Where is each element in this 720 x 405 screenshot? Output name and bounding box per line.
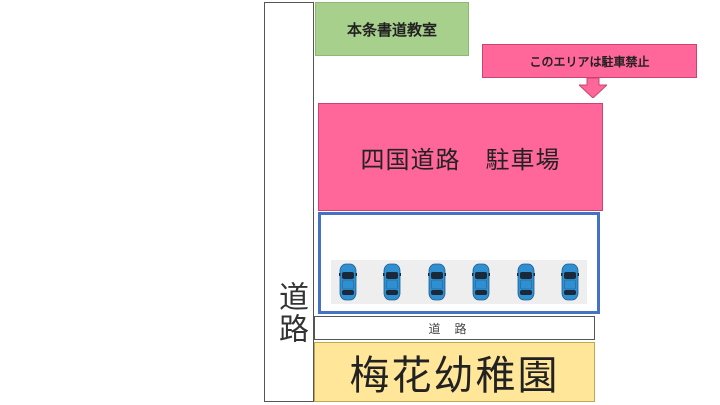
kindergarten-label: 梅花幼稚園 xyxy=(349,353,560,399)
horizontal-road: 道路 xyxy=(314,316,595,340)
parking-lot-label: 四国道路 駐車場 xyxy=(360,145,561,174)
car-icon xyxy=(427,263,446,301)
kindergarten-box: 梅花幼稚園 xyxy=(314,342,595,402)
callout-arrow-icon xyxy=(579,78,607,98)
car-icon xyxy=(383,263,402,301)
no-parking-callout: このエリアは駐車禁止 xyxy=(482,44,697,78)
car-strip xyxy=(331,260,587,304)
parking-lot-box: 四国道路 駐車場 xyxy=(318,103,603,211)
vertical-road-label: 道路 xyxy=(273,281,308,345)
no-parking-callout-label: このエリアは駐車禁止 xyxy=(529,54,650,69)
car-icon xyxy=(339,263,357,301)
calligraphy-school-label: 本条書道教室 xyxy=(346,20,437,39)
car-icon xyxy=(516,263,535,301)
car-icon xyxy=(561,263,579,301)
vertical-road: 道路 xyxy=(264,2,314,402)
parking-spaces-area xyxy=(318,212,600,314)
horizontal-road-label: 道路 xyxy=(428,321,481,336)
calligraphy-school-box: 本条書道教室 xyxy=(315,2,469,56)
car-icon xyxy=(472,263,491,301)
